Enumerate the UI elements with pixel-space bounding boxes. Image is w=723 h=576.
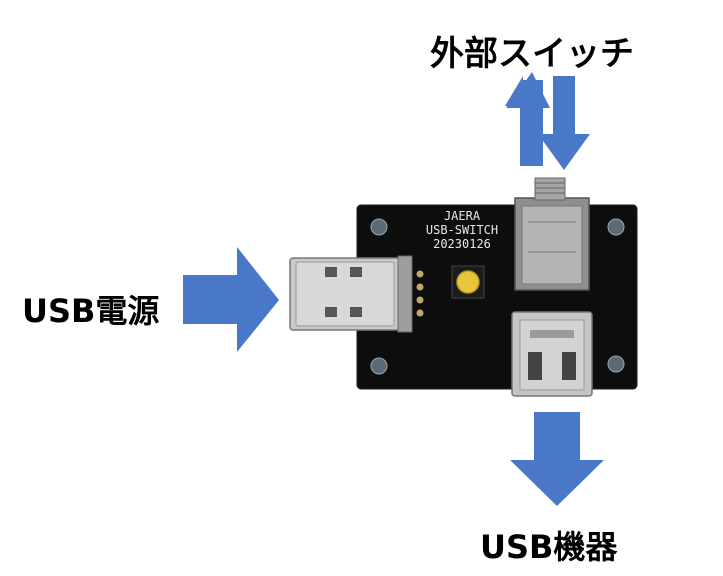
pcb-board: JAERA USB-SWITCH 20230126 (289, 177, 638, 397)
mount-hole-br (607, 355, 625, 373)
switch-down-arrow-head (538, 134, 590, 170)
mount-hole-bl (370, 357, 388, 375)
device-out-arrow-shaft (534, 412, 580, 462)
switch-up-arrow-shaft (520, 106, 542, 166)
jack-connector (514, 177, 590, 291)
power-in-arrow (183, 247, 279, 352)
mount-hole-tr (607, 218, 625, 236)
silkscreen-brand: JAERA (444, 209, 481, 223)
tactile-button (451, 265, 485, 299)
device-out-arrow-head (510, 460, 604, 506)
pin-pads (416, 270, 424, 317)
usb-a-receptacle (511, 311, 593, 397)
usb-power-label: USB電源 (22, 292, 160, 330)
external-switch-label: 外部スイッチ (430, 34, 634, 74)
silkscreen-date: 20230126 (433, 237, 491, 251)
usb-device-label: USB機器 (480, 528, 618, 566)
usb-a-plug (289, 255, 413, 333)
silkscreen-name: USB-SWITCH (426, 223, 498, 237)
switch-down-arrow-shaft (553, 76, 575, 136)
switch-up-arrow-head (506, 72, 550, 108)
mount-hole-tl (370, 218, 388, 236)
arrows (183, 72, 604, 506)
